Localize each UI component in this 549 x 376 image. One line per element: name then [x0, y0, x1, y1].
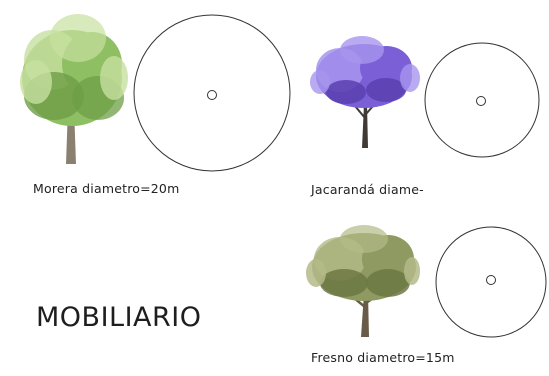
tree-jacaranda-image: [306, 34, 422, 150]
caption-fresno: Fresno diametro=15m: [311, 350, 455, 365]
canopy-circle-fresno: [435, 226, 547, 338]
foliage: [20, 14, 128, 126]
foliage: [306, 225, 420, 301]
section-heading: MOBILIARIO: [36, 302, 202, 333]
trunk: [361, 293, 369, 337]
canopy-circle-morera: [133, 14, 291, 172]
tree-fresno-image: [304, 225, 420, 339]
trunk: [362, 104, 368, 148]
foliage: [310, 36, 420, 108]
canopy-circle-jacaranda: [424, 42, 540, 158]
caption-jacaranda: Jacarandá diame-: [311, 182, 424, 197]
caption-morera: Morera diametro=20m: [33, 181, 180, 196]
tree-morera-image: [14, 8, 132, 166]
